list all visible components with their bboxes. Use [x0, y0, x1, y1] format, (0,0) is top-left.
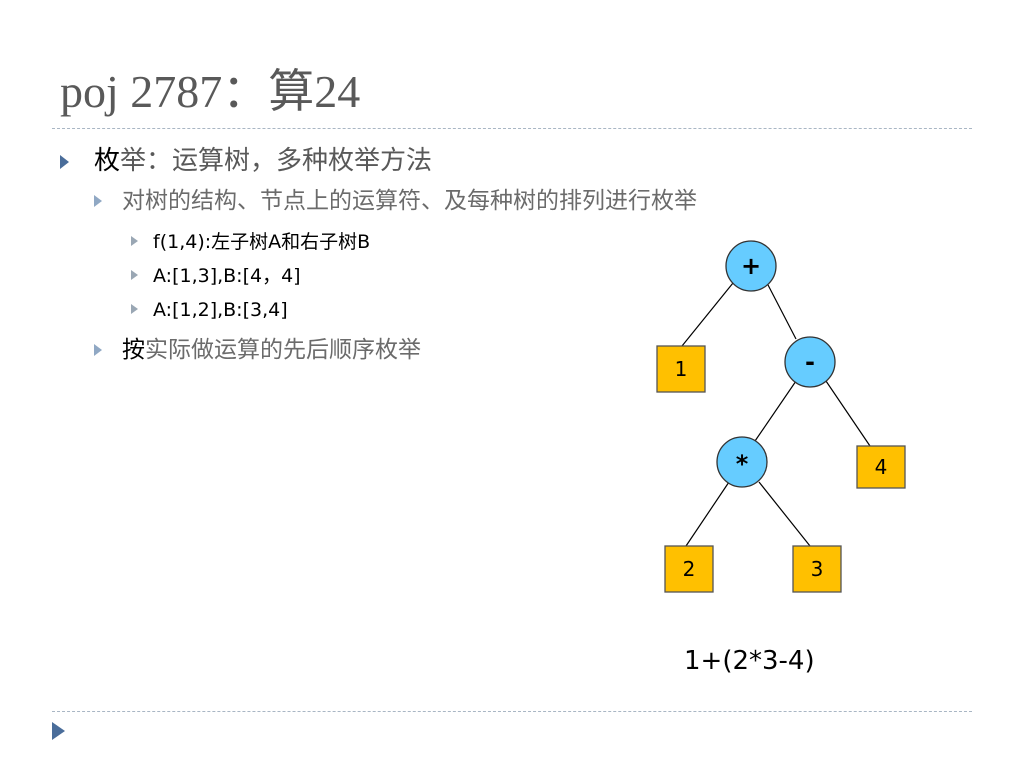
bullet-triangle-icon — [131, 270, 138, 280]
bullet-text: A:[1,2],B:[3,4] — [153, 299, 288, 321]
svg-text:3: 3 — [811, 557, 824, 581]
footer-divider — [52, 711, 972, 712]
bullet-text: 实际做运算的先后顺序枚举 — [145, 337, 421, 363]
bullet-triangle-icon — [131, 236, 138, 246]
next-slide-arrow-icon[interactable] — [52, 722, 65, 740]
svg-text:+: + — [741, 252, 761, 280]
tree-expression: 1+(2*3-4) — [684, 646, 815, 676]
bullet-text: 对树的结构、节点上的运算符、及每种树的排列进行枚举 — [122, 188, 697, 214]
bullet-text: f(1,4):左子树A和右子树B — [153, 231, 371, 253]
edge-minus-four — [825, 380, 871, 447]
svg-text:2: 2 — [683, 557, 696, 581]
title-divider — [52, 128, 972, 129]
leaf-node-one: 1 — [656, 345, 706, 393]
leaf-node-three: 3 — [792, 545, 842, 593]
operator-node-times: * — [716, 436, 768, 488]
bullet-lead-char: 枚 — [94, 146, 121, 176]
bullet-text: 举：运算树，多种枚举方法 — [120, 146, 433, 176]
svg-text:4: 4 — [875, 455, 888, 479]
leaf-node-two: 2 — [664, 545, 714, 593]
bullet-triangle-icon — [94, 344, 102, 356]
edge-plus-one — [681, 282, 734, 347]
edge-plus-minus — [766, 282, 797, 340]
edge-minus-times — [754, 380, 797, 442]
slide-title: poj 2787：算24 — [60, 66, 361, 117]
operator-node-plus: + — [725, 240, 777, 292]
svg-text:-: - — [805, 348, 815, 376]
bullet-triangle-icon — [131, 304, 138, 314]
bullet-text: A:[1,3],B:[4，4] — [153, 265, 301, 287]
operator-node-minus: - — [784, 336, 836, 388]
bullet-triangle-icon — [60, 155, 69, 169]
edge-times-three — [758, 481, 811, 547]
svg-text:1: 1 — [675, 357, 688, 381]
leaf-node-four: 4 — [856, 445, 906, 489]
bullet-triangle-icon — [94, 195, 102, 207]
bullet-lead-char: 按 — [122, 337, 145, 363]
svg-text:*: * — [736, 450, 749, 478]
edge-times-two — [685, 481, 730, 547]
